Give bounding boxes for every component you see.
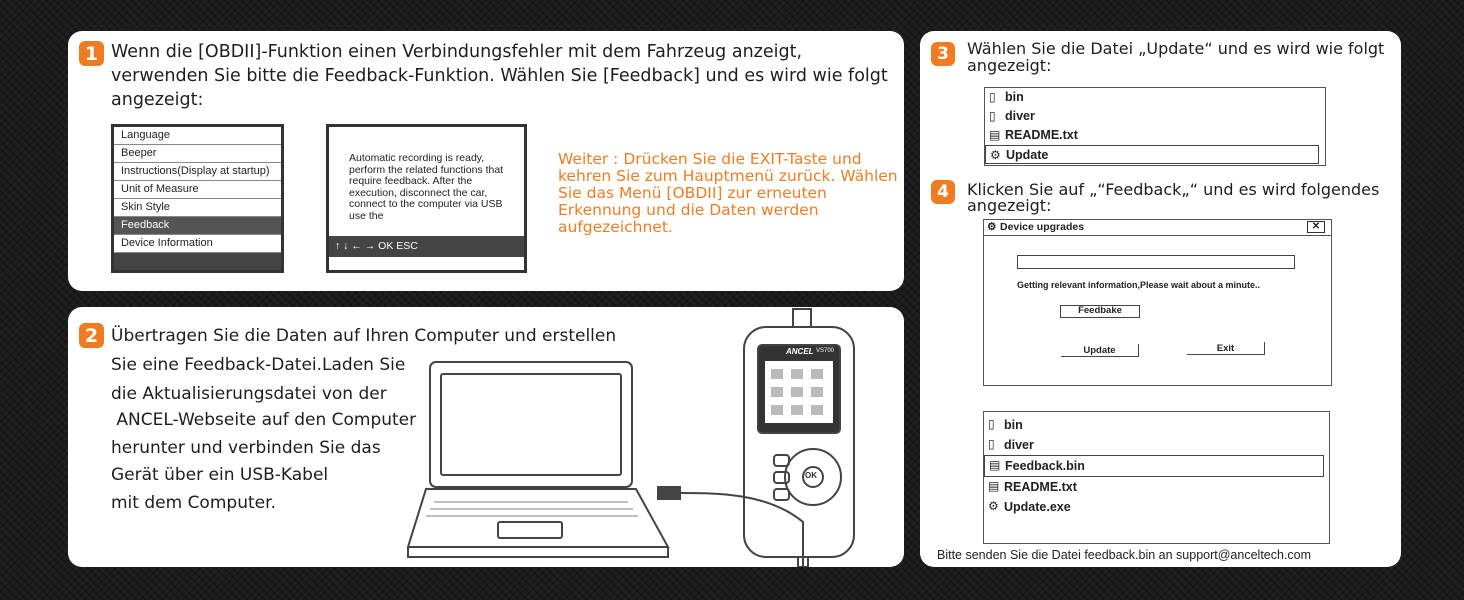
file-readme[interactable]: ▤ README.txt xyxy=(984,477,1329,497)
document-icon: ▤ xyxy=(989,458,1001,472)
file-feedback-bin[interactable]: ▤ Feedback.bin xyxy=(984,455,1324,477)
archive-icon: ▯ xyxy=(989,90,996,104)
gear-icon: ⚙ xyxy=(987,221,997,233)
menu-item-beeper[interactable]: Beeper xyxy=(114,145,281,163)
document-icon: ▤ xyxy=(989,128,1001,142)
menu-item-feedback[interactable]: Feedback xyxy=(114,217,281,235)
step1-note: Weiter : Drücken Sie die EXIT-Taste und … xyxy=(558,150,898,236)
feedback-button[interactable]: Feedbake xyxy=(1060,305,1140,318)
file-name: Feedback.bin xyxy=(1005,459,1085,473)
archive-icon: ▯ xyxy=(989,109,996,123)
scanner-dpad xyxy=(784,448,842,506)
usb-cable xyxy=(679,492,804,567)
update-button[interactable]: Update xyxy=(1061,344,1139,357)
step3-text: Wählen Sie die Datei „Update“ und es wir… xyxy=(967,39,1385,75)
step2-line-0: Übertragen Sie die Daten auf Ihren Compu… xyxy=(111,326,617,346)
progress-field xyxy=(1017,255,1295,269)
gear-icon: ⚙ xyxy=(990,148,1001,162)
step1-badge: 1 xyxy=(79,41,104,66)
document-icon: ▤ xyxy=(988,479,1000,493)
file-name: diver xyxy=(1005,109,1035,123)
usb-plug xyxy=(657,486,681,500)
file-bin[interactable]: ▯ bin xyxy=(984,415,1329,435)
file-name: bin xyxy=(1005,90,1024,104)
file-name: Update xyxy=(1006,148,1049,162)
dialog-message: Getting relevant information,Please wait… xyxy=(1017,280,1261,290)
menu-item-device-info[interactable]: Device Information xyxy=(114,235,281,253)
feedback-screen-footer: ↑ ↓ ← → OK ESC xyxy=(329,236,524,257)
archive-icon: ▯ xyxy=(988,417,995,431)
step2-line-4: herunter und verbinden Sie das xyxy=(111,438,381,458)
gear-icon: ⚙ xyxy=(988,499,999,513)
file-name: Update.exe xyxy=(1004,500,1071,514)
step4-file-list: ▯bin ▯diver ▤Feedback.bin ▤README.txt ⚙U… xyxy=(983,411,1330,544)
close-icon[interactable]: ✕ xyxy=(1307,221,1325,233)
scanner-model-label: VS700 xyxy=(816,348,835,354)
menu-item-unit[interactable]: Unit of Measure xyxy=(114,181,281,199)
laptop-touchpad xyxy=(497,521,563,539)
step4-text: Klicken Sie auf „“Feedback„“ und es wird… xyxy=(967,180,1380,215)
step2-line-2: die Aktualisierungsdatei von der xyxy=(111,384,387,404)
step2-line-1: Sie eine Feedback-Datei.Laden Sie xyxy=(111,355,406,375)
step4-badge: 4 xyxy=(931,180,955,204)
scanner-brand-label: ANCEL xyxy=(786,347,814,356)
feedback-screen-text: Automatic recording is ready, perform th… xyxy=(349,152,504,222)
file-diver[interactable]: ▯ diver xyxy=(985,107,1325,126)
scanner-ok-label[interactable]: OK xyxy=(805,471,817,480)
file-name: README.txt xyxy=(1005,128,1078,142)
archive-icon: ▯ xyxy=(988,437,995,451)
step3-file-list: ▯ bin ▯ diver ▤ README.txt ⚙ Update xyxy=(984,87,1326,166)
file-readme[interactable]: ▤ README.txt xyxy=(985,126,1325,145)
file-bin[interactable]: ▯ bin xyxy=(985,88,1325,107)
settings-menu-screen: Language Beeper Instructions(Display at … xyxy=(111,124,284,273)
file-update[interactable]: ⚙ Update xyxy=(985,145,1319,164)
file-diver[interactable]: ▯ diver xyxy=(984,435,1329,455)
laptop-lid xyxy=(429,361,633,488)
menu-item-language[interactable]: Language xyxy=(114,127,281,145)
step3-4-panel: 3 Wählen Sie die Datei „Update“ und es w… xyxy=(920,31,1401,567)
step1-text: Wenn die [OBDII]-Funktion einen Verbindu… xyxy=(111,42,888,110)
step2-badge: 2 xyxy=(79,323,104,348)
file-update-exe[interactable]: ⚙ Update.exe xyxy=(984,497,1329,517)
step2-panel: 2 Übertragen Sie die Daten auf Ihren Com… xyxy=(68,307,904,567)
step2-line-6: mit dem Computer. xyxy=(111,493,276,513)
laptop-scanner-illustration xyxy=(406,308,855,567)
menu-footer-bar xyxy=(114,253,281,270)
step1-panel: 1 Wenn die [OBDII]-Funktion einen Verbin… xyxy=(68,31,904,291)
dialog-title-text: Device upgrades xyxy=(1000,221,1085,233)
feedback-screen: Automatic recording is ready, perform th… xyxy=(326,124,527,273)
exit-button[interactable]: Exit xyxy=(1187,342,1265,355)
menu-item-instructions[interactable]: Instructions(Display at startup) xyxy=(114,163,281,181)
step2-line-5: Gerät über ein USB-Kabel xyxy=(111,465,329,485)
device-upgrades-dialog: ⚙ Device upgrades ✕ Getting relevant inf… xyxy=(983,219,1332,386)
file-name: bin xyxy=(1004,418,1023,432)
menu-item-skin[interactable]: Skin Style xyxy=(114,199,281,217)
step2-line-3: ANCEL-Webseite auf den Computer xyxy=(111,410,417,430)
dialog-title: ⚙ Device upgrades ✕ xyxy=(984,220,1331,236)
file-name: README.txt xyxy=(1004,480,1077,494)
file-name: diver xyxy=(1004,438,1034,452)
step3-badge: 3 xyxy=(931,42,955,66)
support-footer: Bitte senden Sie die Datei feedback.bin … xyxy=(937,548,1312,562)
